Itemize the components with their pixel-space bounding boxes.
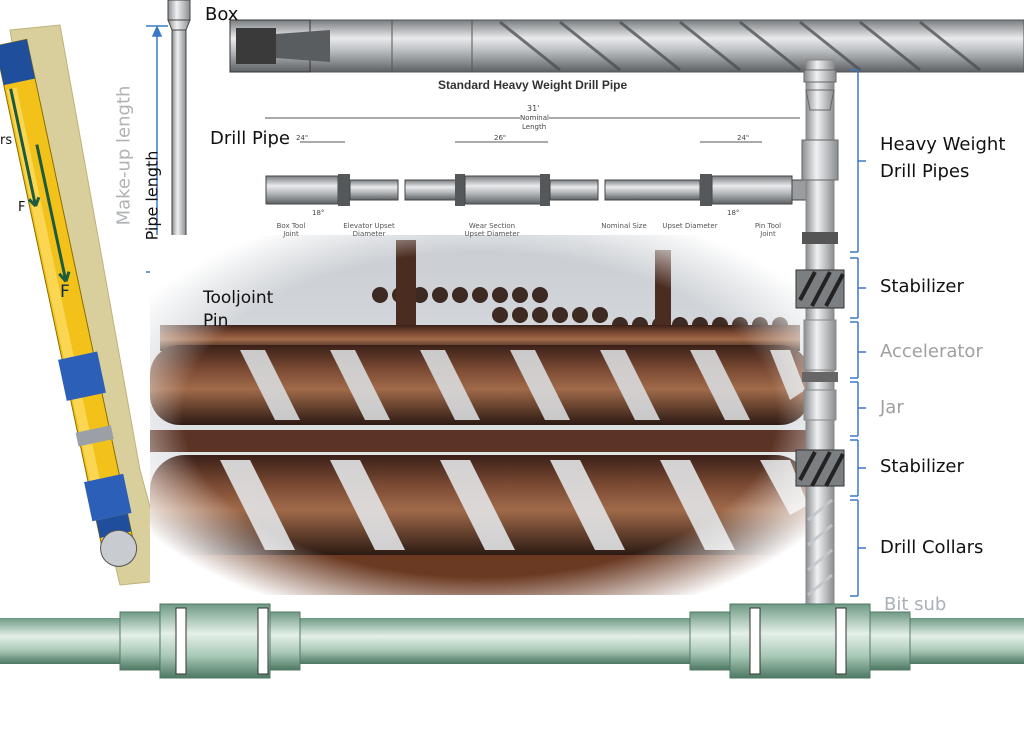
dim-right: 24" [737,134,750,142]
hwdp-render [229,19,1024,73]
force-label-small: F [18,200,26,215]
callout-box-tool-joint: Box Tool Joint [276,222,306,238]
bha-label-hwdp-2: Drill Pipes [880,161,970,182]
callout-upset-diameter: Upset Diameter [662,222,718,230]
bha-brackets [850,69,866,597]
angle-right: 18° [727,209,740,217]
stabilizer-lower [795,449,845,487]
bha-label-accelerator: Accelerator [880,341,983,362]
drill-pipe-label: Drill Pipe [210,128,290,149]
callout-elevator-upset: Elevator Upset Diameter [343,222,395,238]
wellbore-diagram [0,24,171,586]
nominal-length-value: 31' [527,104,540,113]
bha-label-stabilizer-upper: Stabilizer [880,276,964,297]
bha-label-jar: Jar [880,397,904,418]
bha-label-hwdp-1: Heavy Weight [880,134,1006,155]
callout-pin-tool-joint: Pin Tool Joint [754,222,782,238]
pin-label: Pin [203,311,229,331]
nominal-length-label-2: Length [522,123,547,131]
force-label-large: F [60,282,70,302]
stabilizer-upper [795,269,845,309]
left-fragment-label: rs [0,133,13,148]
hwdp-title: Standard Heavy Weight Drill Pipe [438,78,628,92]
angle-left: 18° [312,209,325,217]
callout-nominal-size: Nominal Size [601,222,647,230]
bha-column [795,59,845,621]
tooljoint-label: Tooljoint [203,288,274,308]
nominal-length-label-1: Nominal [520,114,549,122]
dim-left: 24" [296,134,309,142]
makeup-length-label: Make-up length [113,85,135,226]
pipe-yard-photo [150,235,810,595]
bha-label-drill-collars: Drill Collars [880,537,984,558]
hwdp-technical-drawing [265,117,807,206]
callout-wear-section: Wear Section Upset Diameter [464,222,520,238]
green-pipe-string [0,603,1024,679]
bha-label-stabilizer-lower: Stabilizer [880,456,964,477]
dim-center: 26" [494,134,507,142]
pipe-length-label: Pipe length [142,150,162,241]
bha-label-bit-sub: Bit sub [884,594,947,615]
box-label: Box [205,4,239,25]
